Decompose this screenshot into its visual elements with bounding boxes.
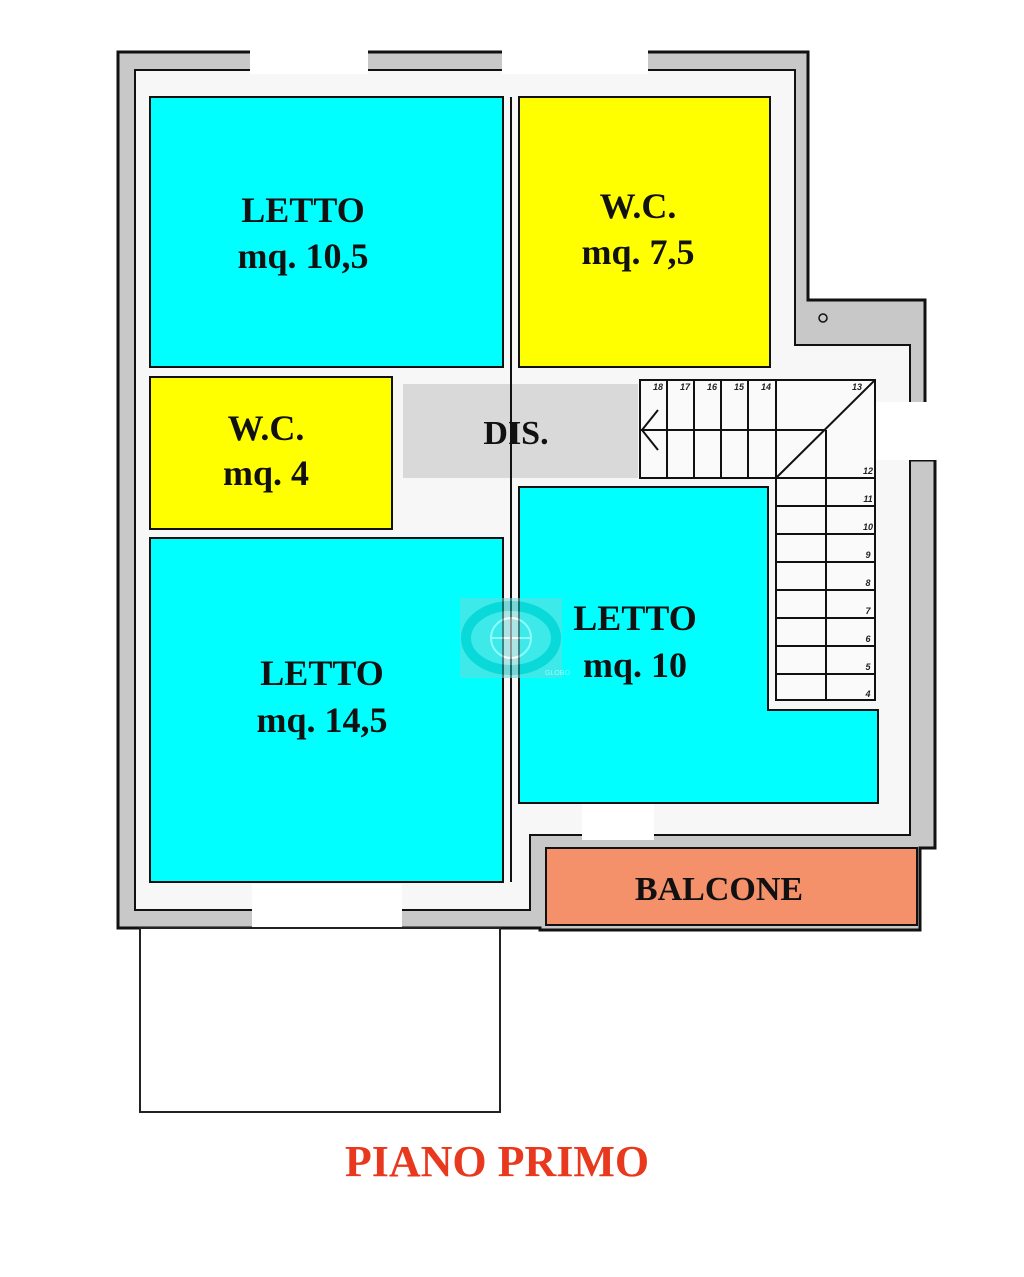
window-opening	[252, 884, 402, 930]
watermark-text: GLOBO	[545, 670, 570, 677]
room-letto-2	[149, 537, 504, 883]
room-area: mq. 4	[223, 453, 309, 493]
window-opening	[250, 50, 368, 74]
room-name: LETTO	[260, 653, 383, 693]
step-number: 8	[865, 578, 870, 588]
room-name: DIS.	[483, 415, 548, 452]
room-area: mq. 10,5	[237, 236, 368, 276]
step-number: 5	[865, 662, 871, 672]
stair-step-numbers: 18 17 16 15 14 13 12 11 10 9 8 7 6 5 4	[653, 382, 873, 699]
step-number: 12	[863, 466, 873, 476]
room-name: W.C.	[228, 408, 305, 448]
room-wc-1	[518, 96, 771, 368]
room-area: mq. 7,5	[581, 232, 694, 272]
room-wc-2	[149, 376, 393, 530]
step-number: 15	[734, 382, 745, 392]
room-name: LETTO	[573, 598, 696, 638]
room-name: LETTO	[241, 190, 364, 230]
window-opening	[502, 50, 648, 74]
watermark-logo: GLOBO	[460, 598, 570, 678]
room-letto-1	[149, 96, 504, 368]
stair-direction-arrow-icon	[640, 409, 659, 451]
column-icon	[818, 313, 828, 323]
room-balcone	[545, 847, 918, 926]
step-number: 7	[865, 606, 871, 616]
step-number: 6	[865, 634, 871, 644]
door-opening	[866, 402, 966, 460]
step-number: 9	[865, 550, 870, 560]
staircase	[639, 379, 876, 701]
step-number: 10	[863, 522, 873, 532]
room-dis	[403, 384, 638, 478]
room-name: BALCONE	[635, 871, 803, 908]
plan-title: PIANO PRIMO	[345, 1137, 649, 1186]
balcony-door-opening	[582, 800, 654, 840]
room-area: mq. 14,5	[256, 700, 387, 740]
step-number: 17	[680, 382, 691, 392]
garden-area	[139, 927, 501, 1113]
step-number: 14	[761, 382, 771, 392]
room-name: W.C.	[600, 186, 677, 226]
step-number: 4	[864, 689, 870, 699]
room-area: mq. 10	[583, 645, 687, 685]
step-number: 13	[852, 382, 862, 392]
room-letto-3	[518, 486, 879, 804]
step-number: 16	[707, 382, 718, 392]
step-number: 18	[653, 382, 663, 392]
step-number: 11	[863, 494, 872, 504]
